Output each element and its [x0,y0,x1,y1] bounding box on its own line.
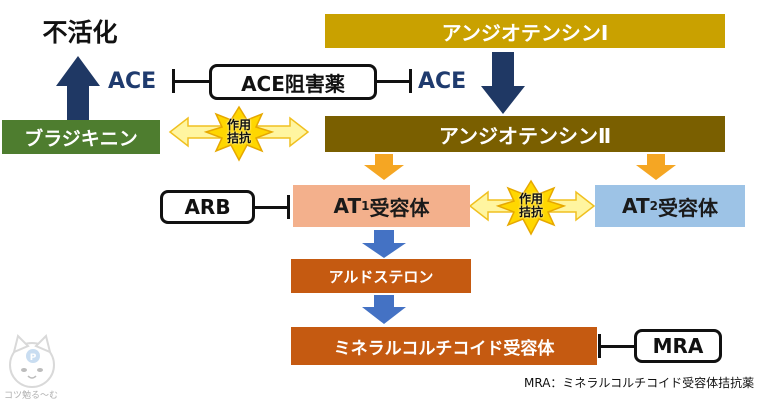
mra-inhibit-line [598,345,634,348]
blue-arrow-at1-to-aldosterone [362,230,406,258]
angiotensin1-box: アンジオテンシンⅠ [325,14,725,48]
inhibit-bar-right [409,69,412,93]
antagonism-mid-line1: 作用 [518,192,543,206]
inhibit-line-left [172,80,209,83]
ace-right-label: ACE [418,68,467,94]
at2-suffix: 受容体 [657,195,718,220]
burst-top [203,105,275,162]
at1-suffix: 受容体 [369,195,430,220]
antagonism-top-line1: 作用 [226,118,251,132]
double-arrow-mid [468,179,596,236]
ace-left-label: ACE [108,68,157,94]
up-arrow-inactivation [56,56,100,120]
orange-arrow-to-at2 [636,154,676,180]
watermark-text: コツ勉る〜む [4,391,59,401]
antagonism-text-top: 作用 拮抗 [224,119,254,145]
svg-text:P: P [30,353,37,363]
inhibit-line-right [377,80,411,83]
bradykinin-box: ブラジキニン [2,120,160,154]
double-arrow-top [168,105,310,162]
mineralocorticoid-receptor-box: ミネラルコルチコイド受容体 [291,327,597,365]
inactivation-label: 不活化 [42,18,118,47]
watermark-cat: P [9,334,55,388]
antagonism-top-line2: 拮抗 [226,131,251,145]
antagonism-mid-line2: 拮抗 [518,205,543,219]
burst-mid [495,179,567,236]
orange-arrow-to-at1 [364,154,404,180]
down-arrow-ang1-to-ang2 [481,52,525,114]
at1-subscript: 1 [361,199,370,213]
antagonism-text-mid: 作用 拮抗 [516,193,546,219]
arb-inhibit-line [255,206,289,209]
angiotensin2-box: アンジオテンシンⅡ [325,116,725,152]
at2-prefix: AT [622,194,650,218]
blue-arrow-aldosterone-to-mr [362,295,406,324]
at1-prefix: AT [333,194,362,218]
aldosterone-box: アルドステロン [291,259,471,293]
ace-inhibitor-box: ACE阻害薬 [209,64,377,100]
mra-box: MRA [634,329,722,363]
arb-box: ARB [160,190,255,224]
at2-subscript: 2 [649,199,658,213]
arb-inhibit-bar [287,195,290,219]
footnote: MRA：ミネラルコルチコイド受容体拮抗薬 [524,376,755,390]
